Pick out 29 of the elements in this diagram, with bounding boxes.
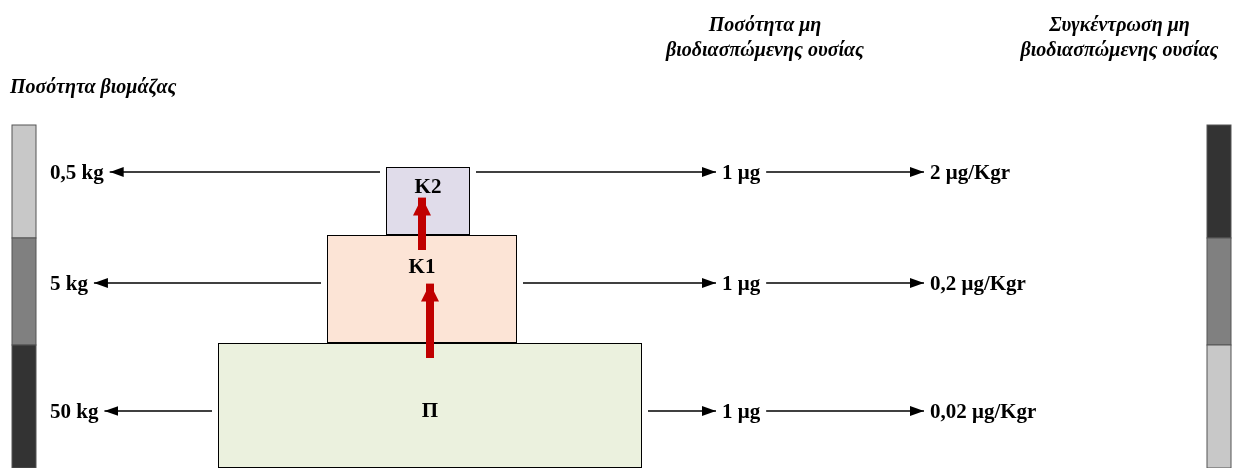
- level-label: Π: [421, 400, 439, 421]
- value-label: 50 kg: [50, 401, 99, 422]
- trophic-level-box: [327, 235, 517, 343]
- level-label: Κ2: [414, 176, 442, 197]
- arrow: [522, 278, 717, 288]
- value-label: 1 μg: [722, 162, 761, 183]
- arrow: [413, 197, 431, 250]
- arrow: [475, 167, 717, 177]
- value-label: 1 μg: [722, 273, 761, 294]
- arrow: [108, 167, 381, 177]
- value-label: 0,2 μg/Kgr: [930, 273, 1026, 294]
- level-label: Κ1: [408, 256, 436, 277]
- value-label: 0,5 kg: [50, 162, 104, 183]
- value-label: 5 kg: [50, 273, 88, 294]
- column-heading: Συγκέντρωση μη βιοδιασπώμενης ουσίας: [1019, 12, 1220, 62]
- trophic-level-box: [218, 343, 642, 468]
- value-label: 0,02 μg/Kgr: [930, 401, 1037, 422]
- arrow: [765, 406, 925, 416]
- trophic-level-box: [386, 167, 470, 235]
- arrow: [765, 167, 925, 177]
- arrow: [103, 406, 213, 416]
- arrow: [647, 406, 717, 416]
- value-label: 1 μg: [722, 401, 761, 422]
- arrow: [765, 278, 925, 288]
- column-heading: Ποσότητα μη βιοδιασπώμενης ουσίας: [664, 12, 865, 62]
- arrow: [93, 278, 322, 288]
- column-heading: Ποσότητα βιομάζας: [10, 74, 178, 99]
- value-label: 2 μg/Kgr: [930, 162, 1011, 183]
- arrow: [421, 283, 439, 358]
